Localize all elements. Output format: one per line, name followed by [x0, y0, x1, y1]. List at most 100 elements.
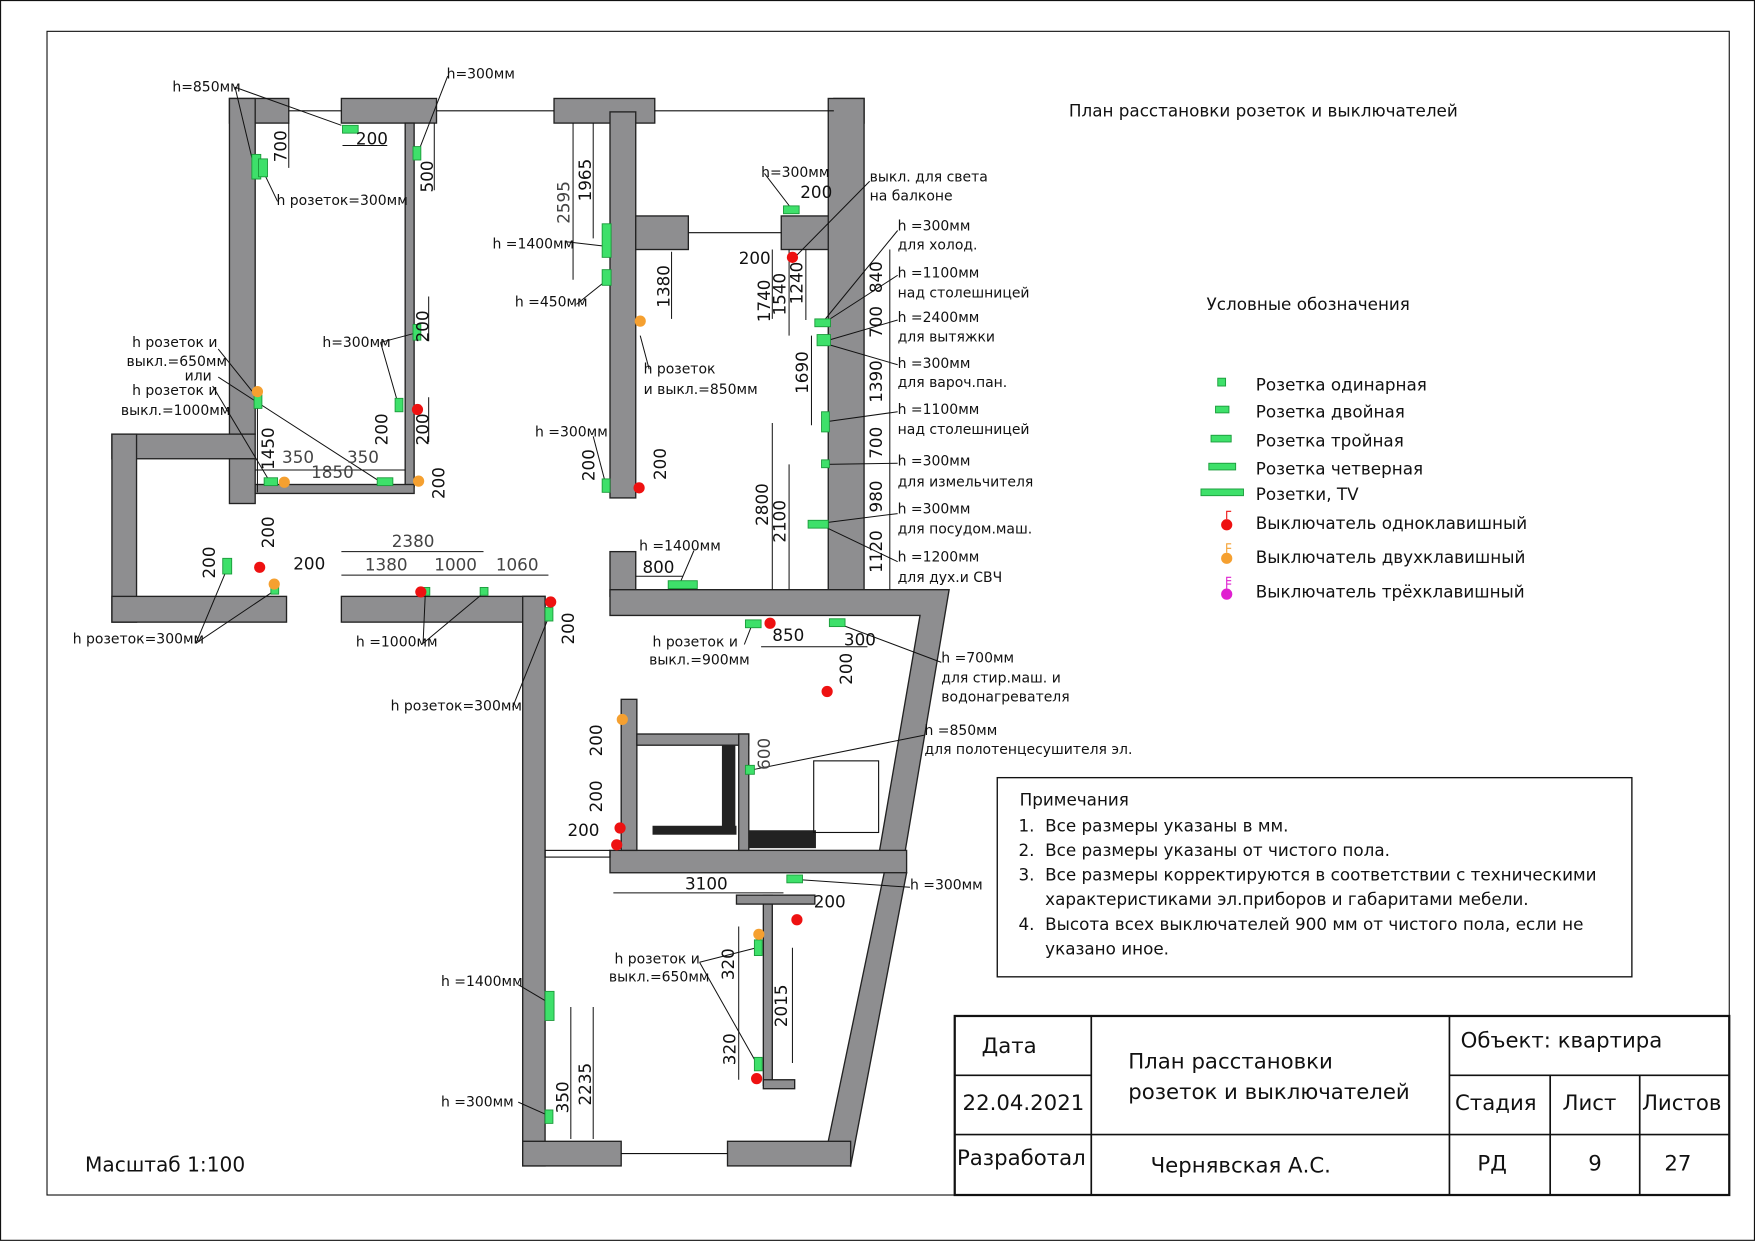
socket-single-icon	[1217, 377, 1227, 387]
switch-double-icon	[616, 713, 628, 726]
dimension-value: 800	[642, 557, 674, 577]
drawing-title: План расстановки розеток и выключателей	[1069, 100, 1458, 120]
height-label: для холод.	[898, 238, 978, 254]
height-label: h =450мм	[515, 295, 588, 311]
dimension-value: 2800	[752, 483, 772, 526]
height-label: для дух.и СВЧ	[898, 570, 1003, 586]
dimension-value: 200	[567, 820, 599, 840]
sockets	[222, 124, 846, 1124]
dimension-value: 1690	[792, 351, 812, 394]
height-label: для стир.маш. и	[941, 671, 1061, 687]
switch-single-icon	[254, 561, 266, 573]
sheet-number: 9	[1588, 1151, 1602, 1176]
socket-triple-icon	[1210, 434, 1232, 443]
switch-single-icon	[614, 822, 626, 834]
socket-icon	[753, 1056, 763, 1072]
socket-icon	[744, 764, 755, 775]
socket-icon	[601, 223, 612, 258]
stage-label: Стадия	[1455, 1091, 1537, 1116]
height-label: h =300мм	[441, 1095, 514, 1111]
height-labels: h=850мм h=300мм h розеток=300мм h =1400м…	[73, 66, 1133, 1110]
title-block: Дата 22.04.2021 Разработал Чернявская А.…	[953, 1014, 1731, 1197]
dimension-value: 1380	[365, 555, 408, 575]
height-label: h розеток и	[614, 951, 699, 967]
height-label: h розеток=300мм	[391, 699, 522, 715]
dimension-value: 200	[739, 248, 771, 268]
legend-item-label: Розетка четверная	[1256, 458, 1423, 478]
dimension-value: 2235	[575, 1063, 595, 1106]
height-label: h =300мм	[898, 218, 971, 234]
height-label: h =1400мм	[639, 539, 721, 555]
height-label: h=300мм	[447, 66, 515, 82]
height-label: h=850мм	[172, 80, 240, 96]
switch-single-icon	[545, 596, 557, 608]
height-label: над столешницей	[898, 422, 1030, 438]
dimension-value: 200	[578, 449, 598, 481]
switch-single-icon	[633, 482, 645, 494]
dimension-value: 980	[866, 480, 886, 512]
dimension-value: 1740	[754, 280, 774, 323]
socket-icon	[263, 477, 279, 487]
switch-single-icon	[415, 586, 427, 598]
height-label: водонагревателя	[941, 690, 1069, 706]
height-label: h =700мм	[941, 650, 1014, 666]
developer-label: Разработал	[957, 1146, 1086, 1171]
dimension-value: 2015	[771, 985, 791, 1028]
socket-icon	[601, 269, 612, 286]
leader-lines	[195, 75, 942, 1117]
switch-double-icon	[1221, 543, 1233, 564]
dimension-value: 1965	[575, 159, 595, 202]
switch-triple-icon	[1221, 576, 1233, 600]
dimension-value: 200	[586, 780, 606, 812]
socket-tv-icon	[1200, 488, 1244, 497]
switch-single-icon	[786, 251, 799, 263]
height-label: h =300мм	[535, 424, 608, 440]
dimension-value: 1450	[258, 427, 278, 470]
dimension-value: 200	[586, 724, 606, 756]
switch-double-icon	[413, 475, 425, 487]
height-label: и выкл.=850мм	[644, 382, 758, 398]
note-item: 4. Высота всех выключателей 900 мм от чи…	[1019, 914, 1584, 934]
switch-single-icon	[791, 914, 803, 926]
height-label: выкл.=650мм	[609, 969, 710, 985]
socket-icon	[544, 1109, 554, 1124]
dimension-value: 1060	[496, 555, 539, 575]
dimension-value: 300	[844, 630, 876, 650]
dimension-value: 1000	[434, 555, 477, 575]
dimension-value: 700	[866, 427, 886, 459]
socket-icon	[412, 324, 422, 341]
height-label: h=300мм	[761, 165, 829, 181]
dimension-value: 320	[718, 948, 738, 980]
scale-label: Масштаб 1:100	[85, 1153, 245, 1177]
note-item: характеристиками эл.приборов и габаритам…	[1019, 889, 1529, 909]
dimension-value: 840	[866, 261, 886, 293]
notes-heading: Примечания	[1020, 790, 1129, 810]
switch-single-icon	[411, 403, 424, 416]
dimension-value: 2100	[770, 500, 790, 543]
socket-icon	[828, 618, 846, 628]
notes-box: Примечания 1. Все размеры указаны в мм. …	[996, 776, 1633, 978]
height-label: h =850мм	[925, 723, 998, 739]
switch-single-icon	[751, 1073, 763, 1085]
height-label: выкл.=900мм	[649, 653, 750, 669]
height-label: для вытяжки	[898, 329, 995, 345]
dimension-value: 1390	[866, 360, 886, 403]
dimension-value: 200	[371, 413, 391, 445]
dimension-value: 700	[271, 130, 291, 162]
switch-single-icon	[1221, 510, 1233, 531]
height-label: h розеток=300мм	[73, 631, 204, 647]
dimension-value: 200	[258, 516, 278, 548]
legend-item-label: Выключатель одноклавишный	[1256, 513, 1527, 533]
switch-double-icon	[278, 476, 290, 488]
dimension-value: 500	[417, 160, 437, 192]
height-label: h розеток=300мм	[276, 193, 407, 209]
dimension-value: 200	[428, 467, 448, 499]
note-item: указано иное.	[1019, 938, 1169, 958]
sheet-label: Лист	[1562, 1091, 1616, 1116]
socket-icon	[667, 580, 698, 589]
socket-icon	[601, 478, 611, 493]
socket-icon	[786, 874, 803, 884]
height-label: или	[185, 368, 212, 384]
sheets-label: Листов	[1642, 1091, 1721, 1116]
